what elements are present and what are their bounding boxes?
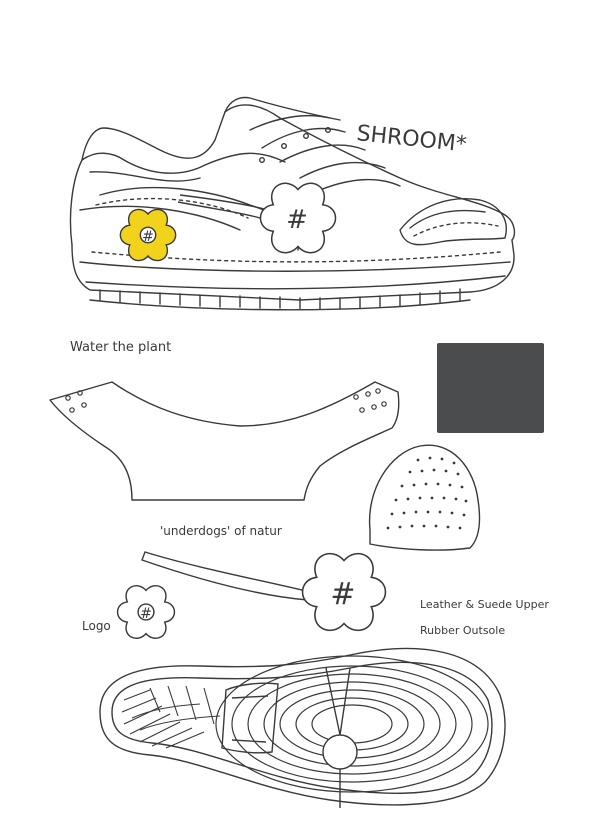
toe-box-perforations: [386, 456, 468, 530]
shoe-heel: [69, 111, 226, 246]
logo-flower-glyph: #: [140, 606, 152, 622]
toe-box-pattern-piece: [368, 444, 481, 551]
note-water-the-plant: Water the plant: [70, 340, 171, 355]
swoosh-pattern-piece: [141, 551, 310, 601]
collar-pattern-piece: [49, 381, 400, 501]
collar-eyelets: [65, 388, 387, 413]
swoosh-flower-glyph: #: [286, 205, 308, 235]
logo-flower-icon: [116, 584, 176, 640]
note-underdogs: 'underdogs' of natur: [160, 524, 282, 538]
swoosh-piece-glyph: #: [330, 577, 355, 612]
outsole-pattern: [99, 647, 506, 808]
note-material-upper: Leather & Suede Upper: [420, 598, 549, 611]
shoe-swoosh-flower: [177, 194, 269, 221]
note-logo: Logo: [82, 619, 111, 633]
yellow-flower-icon: [119, 208, 177, 262]
shoe-laces: [249, 114, 401, 191]
color-swatch: [437, 343, 544, 433]
heel-tread-rings: [215, 655, 489, 793]
shoe-sole: [71, 239, 515, 301]
sketch-title: SHROOM*: [355, 121, 467, 157]
pivot-circle: [322, 734, 358, 770]
outsole-outline: [99, 647, 506, 806]
note-material-sole: Rubber Outsole: [420, 624, 505, 637]
yellow-flower-glyph: #: [142, 229, 154, 245]
forefoot-tread: [121, 685, 221, 749]
